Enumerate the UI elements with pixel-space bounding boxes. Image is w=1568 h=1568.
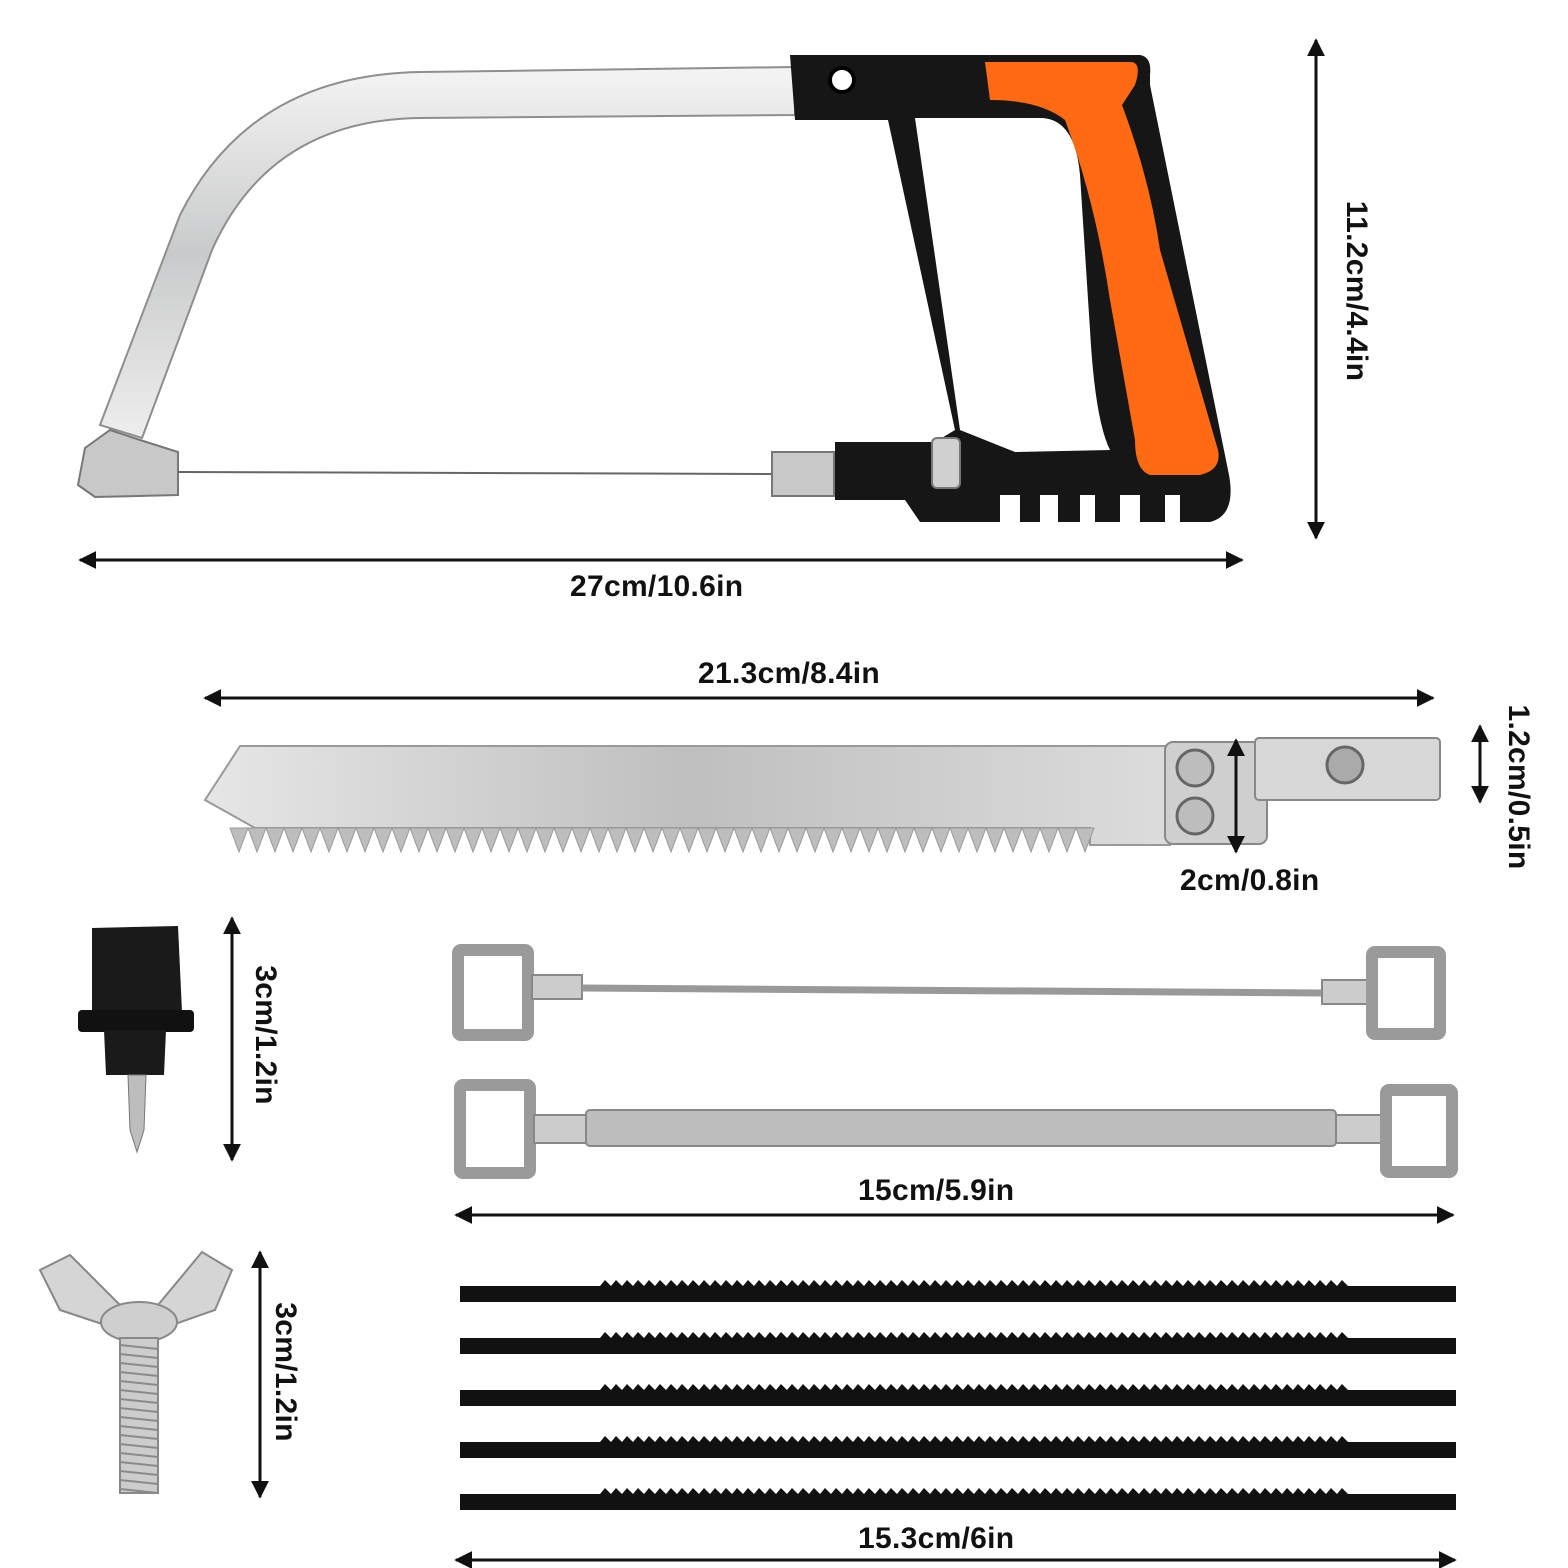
rear-blade-clamp	[771, 451, 835, 497]
rod-thick-body	[585, 1109, 1337, 1147]
fret-blade	[460, 1332, 1456, 1354]
saw-blade	[203, 737, 1441, 854]
rod-thick-left-loop	[454, 1079, 536, 1179]
fret-blade-body	[460, 1390, 1456, 1406]
fret-blade	[460, 1436, 1456, 1458]
hacksaw-width-label: 27cm/10.6in	[570, 570, 744, 603]
fret-blade-teeth	[600, 1332, 1348, 1338]
fret-blade-teeth	[600, 1488, 1348, 1494]
fitting-height-label: 3cm/1.2in	[249, 965, 282, 1105]
wing-bolt	[38, 1250, 234, 1494]
fitting-pin	[127, 1074, 147, 1154]
fitting-cap	[92, 926, 182, 1012]
bolt-thread	[119, 1461, 159, 1467]
bolt-thread	[119, 1389, 159, 1395]
bolt-thread	[119, 1380, 159, 1386]
bolt-thread	[119, 1488, 159, 1494]
fret-blade	[460, 1488, 1456, 1510]
fret-blade-teeth	[600, 1280, 1348, 1286]
bolt-thread	[119, 1398, 159, 1404]
fret-blade	[460, 1280, 1456, 1302]
fret-blade	[460, 1384, 1456, 1406]
rod-length-label: 15cm/5.9in	[858, 1174, 1015, 1207]
wing-nut-hub	[100, 1301, 178, 1343]
rod-thin-wire	[581, 984, 1323, 997]
handle-fitting	[78, 926, 194, 1154]
saw-blade-length-label: 21.3cm/8.4in	[698, 657, 881, 690]
handle-opening	[915, 118, 1110, 452]
fret-blade-body	[460, 1494, 1456, 1510]
grit-rod-thick	[454, 1079, 1458, 1179]
wire-blade	[177, 471, 773, 475]
rod-thin-left-loop	[452, 944, 534, 1041]
bolt-thread	[119, 1416, 159, 1422]
bolt-thread	[119, 1470, 159, 1476]
front-blade-clamp	[76, 428, 179, 499]
bolt-thread	[119, 1443, 159, 1449]
grit-rod-thin	[452, 944, 1446, 1041]
bolt-threads	[119, 1344, 159, 1494]
bolt-thread	[119, 1479, 159, 1485]
saw-blade-height-label: 2cm/0.8in	[1180, 864, 1320, 897]
bolt-thread	[119, 1371, 159, 1377]
bolt-thread	[119, 1434, 159, 1440]
fitting-flange	[78, 1010, 194, 1032]
rod-thin-left-collar	[531, 974, 583, 1000]
hacksaw	[76, 55, 1231, 522]
rod-thick-right-collar	[1335, 1114, 1383, 1144]
fret-blade-body	[460, 1338, 1456, 1354]
bolt-thread	[119, 1353, 159, 1359]
saw-blade-teeth	[229, 826, 1095, 854]
hacksaw-height-label: 11.2cm/4.4in	[1340, 200, 1373, 382]
fret-blade-teeth	[600, 1436, 1348, 1442]
bolt-thread	[119, 1452, 159, 1458]
pivot-screw-hole	[828, 66, 856, 94]
rod-thick-right-loop	[1380, 1084, 1458, 1178]
blade-tab-hole	[1325, 745, 1365, 785]
bolt-shaft	[119, 1337, 159, 1494]
mount-screw-bottom	[1175, 796, 1215, 836]
rod-thin-right-collar	[1321, 979, 1369, 1005]
tension-knob	[931, 437, 961, 489]
fret-blade-body	[460, 1442, 1456, 1458]
saw-tooth-row	[229, 826, 1095, 854]
wing-bolt-height-label: 3cm/1.2in	[269, 1302, 302, 1442]
hacksaw-frame	[98, 65, 796, 440]
mount-screw-top	[1175, 748, 1215, 788]
handle-orange-grip	[985, 62, 1219, 475]
fret-blade-body	[460, 1286, 1456, 1302]
bolt-thread	[119, 1344, 159, 1350]
fret-blades	[460, 1280, 1456, 1510]
bolt-thread	[119, 1407, 159, 1413]
rod-thin-right-loop	[1366, 946, 1446, 1040]
fret-blade-teeth	[600, 1384, 1348, 1390]
rod-thick-left-collar	[533, 1114, 587, 1144]
fret-blade-length-label: 15.3cm/6in	[858, 1522, 1015, 1555]
saw-blade-tab-height-label: 1.2cm/0.5in	[1502, 704, 1535, 870]
bolt-thread	[119, 1425, 159, 1431]
fitting-base	[104, 1030, 166, 1075]
bolt-thread	[119, 1362, 159, 1368]
